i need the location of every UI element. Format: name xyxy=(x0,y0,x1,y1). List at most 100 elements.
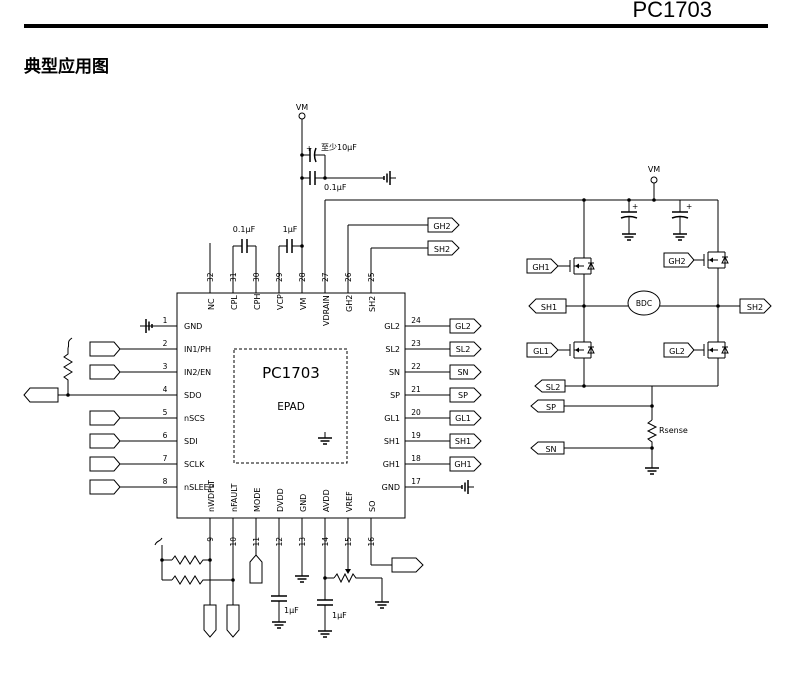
ground-icon xyxy=(317,624,333,638)
motor-label: BDC xyxy=(636,299,652,308)
input-flag-icon xyxy=(89,410,121,426)
vm-label: VM xyxy=(296,103,308,112)
net-flag-icon xyxy=(528,298,567,314)
junction-dot xyxy=(300,153,304,157)
h-bridge: VM + + BDC xyxy=(526,165,772,475)
pin-number: 8 xyxy=(163,477,168,486)
ground-icon xyxy=(672,227,688,241)
ground-icon xyxy=(644,461,660,475)
epad-label: EPAD xyxy=(277,401,305,413)
junction-dot xyxy=(582,384,586,388)
pin-name: SO xyxy=(368,501,377,512)
junction-dot xyxy=(231,578,235,582)
pin-name: SP xyxy=(390,391,400,400)
low-side-fet-2-icon xyxy=(703,335,729,365)
flag-label: SP xyxy=(458,391,468,400)
cap-label: 0.1μF xyxy=(233,225,256,234)
input-flag-icon xyxy=(89,364,121,380)
flag-label: GL1 xyxy=(455,414,471,423)
pin-number: 21 xyxy=(411,385,421,394)
input-flag-icon xyxy=(89,479,121,495)
ground-icon xyxy=(294,569,310,583)
pin-number: 4 xyxy=(163,385,168,394)
flag-label: SN xyxy=(457,368,468,377)
pin-name: SCLK xyxy=(184,460,205,469)
pin-number: 15 xyxy=(344,537,353,547)
sense-resistor-icon xyxy=(646,419,658,462)
input-flag-icon xyxy=(89,456,121,472)
pin-name: nSLEEP xyxy=(184,483,214,492)
pullup-resistor-icon xyxy=(171,575,233,585)
flag-label: SL2 xyxy=(456,345,471,354)
label: + xyxy=(306,144,312,153)
input-flag-icon xyxy=(249,554,263,584)
pin-name: IN2/EN xyxy=(184,368,211,377)
junction-dot xyxy=(323,176,327,180)
gate-label: GL2 xyxy=(669,347,685,356)
pin-name: GL1 xyxy=(384,414,400,423)
section-title: 典型应用图 xyxy=(24,56,109,77)
output-flag-icon xyxy=(427,217,460,233)
pin-number: 5 xyxy=(163,408,168,417)
pin-name: CPL xyxy=(230,295,239,310)
output-flag-icon xyxy=(391,557,424,573)
pin-name: VM xyxy=(299,298,308,310)
wire xyxy=(345,569,351,574)
pin-number: 23 xyxy=(411,339,421,348)
junction-dot xyxy=(160,558,164,562)
junction-dot xyxy=(208,558,212,562)
pin-number: 27 xyxy=(321,272,330,282)
junction-dot xyxy=(716,304,720,308)
gate-label: GL1 xyxy=(533,347,549,356)
pin-name: SDI xyxy=(184,437,198,446)
high-side-fet-1-icon xyxy=(569,251,595,281)
pin-number: 17 xyxy=(411,477,421,486)
pin-number: 20 xyxy=(411,408,421,417)
input-flag-icon xyxy=(89,433,121,449)
output-flag-icon xyxy=(449,387,482,403)
net-label: SL2 xyxy=(546,383,561,392)
right-pins: 24 23 22 21 20 19 18 17 GL2 SL2 SN SP GL… xyxy=(382,316,482,495)
pullup-resistor-icon xyxy=(171,555,210,565)
ic-body xyxy=(176,292,406,519)
pin-name: GL2 xyxy=(384,322,400,331)
part-number: PC1703 xyxy=(632,0,712,22)
junction-dot xyxy=(300,176,304,180)
junction-dot xyxy=(650,404,654,408)
vm-terminal-icon xyxy=(650,176,658,184)
pin-name: NC xyxy=(207,298,216,310)
junction-dot xyxy=(323,576,327,580)
cap-label: 1μF xyxy=(283,225,298,234)
output-flag-icon xyxy=(226,604,240,638)
chip-name: PC1703 xyxy=(262,364,320,382)
vm-terminal-icon xyxy=(298,112,306,120)
high-side-fet-2-icon xyxy=(703,245,729,275)
rsense-label: Rsense xyxy=(659,426,688,435)
pin-number: 3 xyxy=(163,362,168,371)
top-pins: 32 31 30 29 28 27 26 25 NC CPL CPH VCP V… xyxy=(206,103,640,326)
epad-ground-icon xyxy=(317,431,333,445)
output-flag-icon xyxy=(449,433,482,449)
pin-number: 22 xyxy=(411,362,421,371)
pin-number: 7 xyxy=(163,454,168,463)
input-flag-icon xyxy=(526,258,559,274)
pin-number: 29 xyxy=(275,272,284,282)
pin-number: 31 xyxy=(229,272,238,282)
pin-number: 30 xyxy=(252,272,261,282)
flag-label: SH2 xyxy=(434,245,450,254)
pin-name: CPH xyxy=(253,294,262,310)
output-flag-icon xyxy=(449,456,482,472)
pin-name: AVDD xyxy=(322,489,331,512)
net-flag-icon xyxy=(739,298,772,314)
flag-label: GH1 xyxy=(454,460,471,469)
pin-number: 12 xyxy=(275,537,284,547)
junction-dot xyxy=(300,244,304,248)
pin-name: GH2 xyxy=(345,295,354,312)
input-flag-icon xyxy=(663,252,695,268)
net-label: SP xyxy=(546,403,556,412)
pin-number: 25 xyxy=(367,272,376,282)
output-flag-icon xyxy=(449,341,482,357)
bottom-pins: 9 10 11 12 13 14 15 16 nWDFLT nFAULT MOD… xyxy=(154,480,424,638)
ground-icon xyxy=(374,595,390,609)
